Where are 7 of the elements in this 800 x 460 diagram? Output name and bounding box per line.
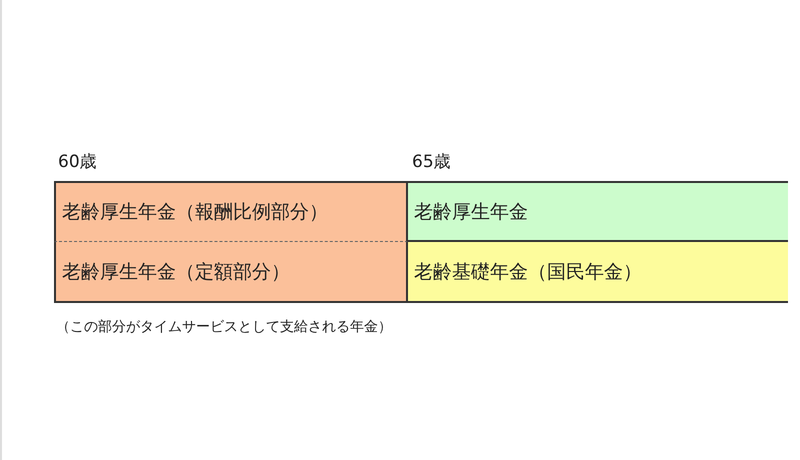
age-label: 65歳 (412, 151, 451, 173)
age-label: 60歳 (58, 151, 97, 173)
pension-band: 老齢厚生年金（定額部分） (54, 242, 408, 303)
note-text: （この部分がタイムサービスとして支給される年金） (56, 318, 393, 337)
pension-band: 老齢基礎年金（国民年金） (408, 242, 788, 303)
pension-band: 老齢厚生年金（報酬比例部分） (54, 181, 408, 242)
pension-band: 老齢厚生年金 (408, 181, 788, 242)
